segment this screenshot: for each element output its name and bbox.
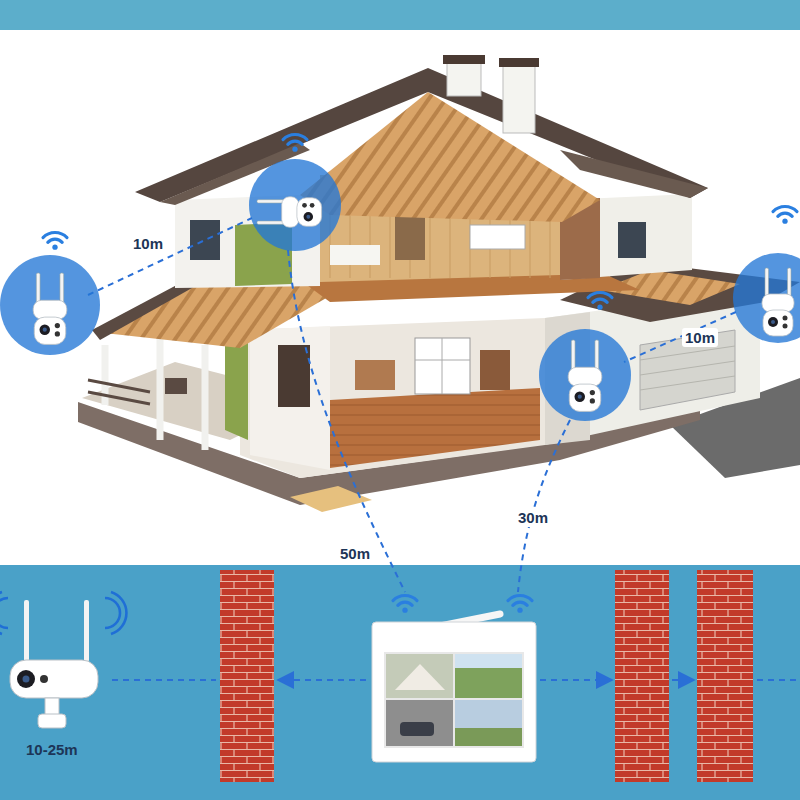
bullet-camera-part [23, 676, 30, 683]
monitor-part [386, 654, 453, 698]
house-part [499, 58, 539, 67]
house-part [165, 378, 187, 394]
top-band [0, 0, 800, 30]
monitor-part [400, 722, 434, 736]
range-lines [88, 218, 736, 592]
monitor-part [455, 654, 522, 698]
camera-badges-part [283, 135, 307, 152]
camera-badges-part [733, 253, 800, 343]
bottom-band [0, 565, 800, 800]
camera-badges-part [249, 159, 341, 251]
range-lines-part [624, 312, 736, 362]
house-part [503, 65, 535, 133]
camera-badges-part [33, 273, 67, 344]
range-lines-part [518, 420, 570, 592]
brick-walls-part [697, 570, 753, 782]
signal-arrows-part [757, 679, 798, 681]
bullet-camera-part [17, 670, 35, 688]
house-part [240, 318, 545, 478]
range-lines-part [288, 250, 405, 592]
bullet-camera-part [10, 660, 98, 698]
brick-walls-part [220, 570, 274, 782]
house-part [330, 245, 380, 265]
house-part [355, 360, 395, 390]
monitor-part [372, 622, 536, 762]
house-part [443, 55, 485, 64]
bullet-camera-part [40, 675, 48, 683]
monitor-part [386, 700, 453, 746]
camera-badges [0, 135, 800, 421]
house-part [278, 345, 310, 407]
camera-badges-part [588, 293, 612, 310]
camera-badges-part [43, 233, 67, 250]
house-part [415, 338, 470, 394]
monitor-part [395, 664, 445, 690]
house [78, 55, 800, 512]
distance-label: 50m [337, 544, 373, 563]
signal-arrows-part [112, 679, 216, 681]
house-part [618, 222, 646, 258]
distance-label: 10m [130, 234, 166, 253]
brick-walls-part [615, 570, 669, 782]
house-part [470, 225, 525, 249]
distance-label: 10m [682, 328, 718, 347]
camera-badges-part [568, 340, 602, 411]
house-part [330, 388, 540, 468]
house-part [105, 330, 205, 450]
distance-label: 10-25m [23, 740, 81, 759]
monitor-part [393, 596, 417, 613]
signal-arrows-part [278, 679, 366, 681]
house-part [447, 62, 481, 96]
bullet-camera-part [0, 592, 8, 634]
house-part [480, 350, 510, 390]
house-part [560, 150, 708, 198]
monitor-part [455, 728, 522, 746]
house-part [88, 380, 150, 404]
house-part [290, 486, 372, 512]
bullet-camera [0, 592, 126, 728]
bullet-camera-part [105, 592, 126, 634]
house-part [190, 220, 220, 260]
camera-badges-part [0, 255, 100, 355]
monitor-part [455, 700, 522, 746]
monitor [372, 596, 536, 762]
distance-label: 30m [515, 508, 551, 527]
house-part [640, 346, 735, 390]
camera-badges-part [539, 329, 631, 421]
monitor-part [455, 654, 522, 668]
range-lines-part [88, 218, 252, 295]
camera-badges-part [257, 197, 322, 227]
bullet-camera-part [38, 714, 66, 728]
bullet-camera-part [84, 600, 89, 662]
bullet-camera-part [45, 698, 59, 716]
house-part [250, 326, 330, 470]
signal-arrows-part [672, 679, 694, 681]
camera-badges-part [773, 207, 797, 224]
monitor-part [384, 652, 524, 748]
camera-badges-part [762, 268, 794, 336]
house-part [415, 338, 470, 394]
signal-arrows-part [540, 679, 612, 681]
monitor-part [508, 596, 532, 613]
bullet-camera-part [24, 600, 29, 662]
brick-walls [220, 570, 753, 782]
